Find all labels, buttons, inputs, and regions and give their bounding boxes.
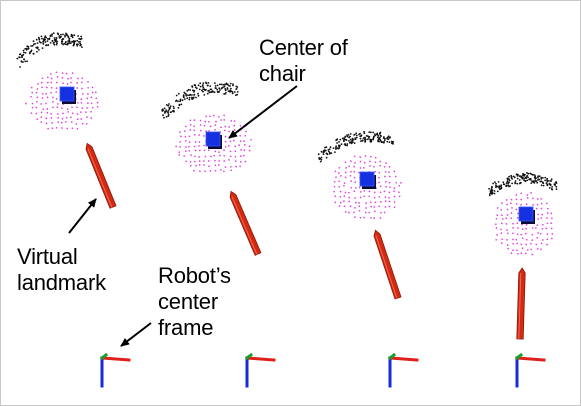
chair-center-marker — [59, 86, 76, 104]
y-axis — [514, 352, 524, 361]
center-of-chair-label: Center of chair — [259, 35, 348, 86]
back-points — [161, 81, 239, 119]
chair-center-marker — [359, 171, 376, 189]
y-axis — [244, 352, 254, 361]
chair-center-marker — [205, 131, 222, 149]
chair-point-clouds — [16, 32, 558, 256]
chair-1 — [16, 32, 99, 130]
annotation-arrows — [68, 85, 298, 347]
virtual-landmarks — [85, 142, 526, 340]
back-points — [488, 172, 558, 197]
robot-frame-4 — [514, 352, 546, 388]
chair-3 — [317, 130, 402, 219]
chair-center-marker — [518, 206, 535, 224]
landmark-1 — [85, 142, 117, 209]
landmark-2 — [229, 190, 262, 256]
robot-frame-1 — [99, 352, 131, 388]
robot-frames — [99, 352, 546, 388]
seat-points — [175, 114, 252, 173]
y-axis — [387, 352, 397, 361]
x-axis — [515, 356, 546, 362]
robot-center-frame-label: Robot’s center frame — [158, 263, 231, 340]
seat-points — [333, 155, 402, 219]
chair-4 — [488, 172, 558, 256]
y-axis — [99, 352, 109, 361]
landmark-3 — [373, 229, 402, 300]
robot-frame-3 — [387, 352, 419, 388]
robot-frame-2 — [244, 352, 276, 388]
chair-2 — [161, 81, 252, 173]
x-axis — [388, 356, 419, 362]
landmark-4 — [516, 267, 526, 340]
seat-points — [25, 71, 99, 130]
x-axis — [245, 356, 276, 362]
x-axis — [100, 356, 131, 362]
virtual-landmark-label: Virtual landmark — [17, 244, 106, 295]
arrow-to-chair-center — [228, 85, 298, 139]
back-points — [317, 130, 394, 163]
arrow-to-robot-frame — [120, 322, 152, 347]
arrow-to-landmark — [68, 198, 97, 234]
back-points — [16, 32, 83, 68]
